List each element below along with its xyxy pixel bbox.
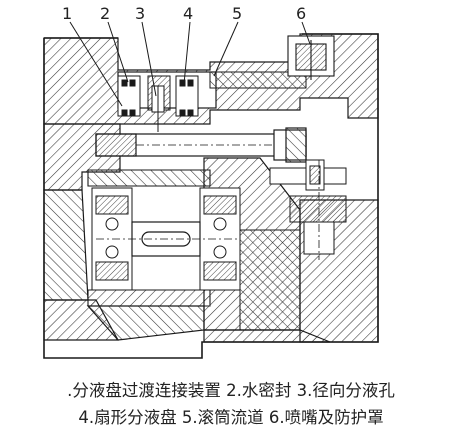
callout-5: 5 xyxy=(232,4,243,23)
callout-3: 3 xyxy=(135,4,146,23)
callout-2: 2 xyxy=(100,4,111,23)
figure-caption: .分液盘过渡连接装置 2.水密封 3.径向分液孔 4.扇形分液盘 5.滚筒流道 … xyxy=(0,378,462,432)
seal-assembly xyxy=(117,75,199,132)
roller-shaft xyxy=(96,221,240,257)
right-bearing xyxy=(199,187,241,291)
mechanical-cross-section-drawing xyxy=(43,21,379,359)
callout-4: 4 xyxy=(183,4,194,23)
caption-line-1: .分液盘过渡连接装置 2.水密封 3.径向分液孔 xyxy=(67,381,395,400)
callout-1: 1 xyxy=(62,4,73,23)
leader-lines xyxy=(69,21,311,107)
transfer-shaft xyxy=(95,127,307,163)
nozzle-guard-top xyxy=(287,35,335,80)
caption-line-2: 4.扇形分液盘 5.滚筒流道 6.喷嘴及防护罩 xyxy=(78,408,384,427)
nozzle-guard-right xyxy=(269,159,347,260)
callout-6: 6 xyxy=(296,4,307,23)
lower-guides xyxy=(86,305,331,343)
